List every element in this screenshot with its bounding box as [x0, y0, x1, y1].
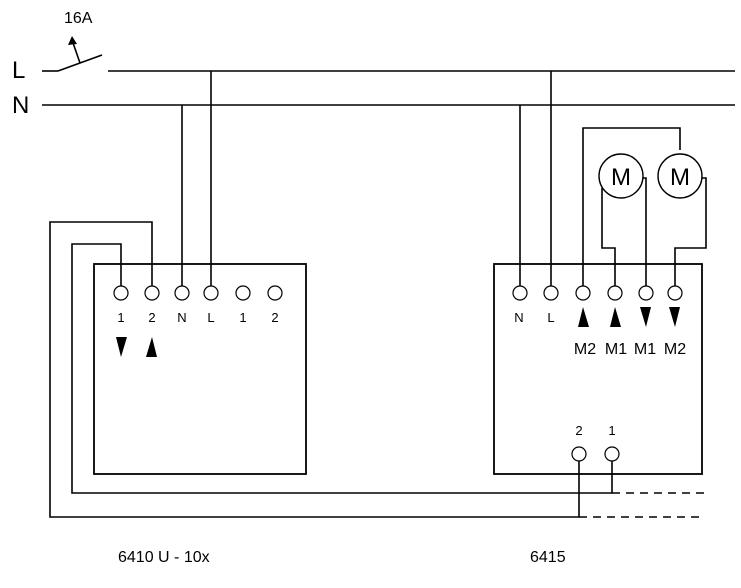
- terminal-L: [543, 285, 559, 301]
- device-6410: 1 2 N L 1 2 6410 U - 10x: [93, 263, 307, 566]
- wire-motor-common: [582, 127, 681, 286]
- wire-motor1-M1b: [640, 177, 647, 286]
- terminal-N: [174, 285, 190, 301]
- terminal-1b: [235, 285, 251, 301]
- arrow-up-icon: [610, 307, 621, 327]
- arrow-down-icon: [116, 337, 127, 357]
- motors: M M: [598, 153, 703, 199]
- motor-icon: [598, 153, 644, 199]
- arrow-down-icon: [640, 307, 651, 327]
- terminal-M1a: [607, 285, 623, 301]
- terminal-M2b: [667, 285, 683, 301]
- terminal-label: L: [547, 310, 554, 325]
- terminal-label: 2: [271, 310, 278, 325]
- device-6410-wiring: [49, 71, 613, 518]
- terminal-label: 1: [117, 310, 124, 325]
- terminal-1: [113, 285, 129, 301]
- terminal-M2a: [575, 285, 591, 301]
- motor-label: M: [611, 164, 631, 191]
- motor-label: M: [670, 164, 690, 191]
- device-6410-box: [93, 263, 307, 475]
- fuse-label: 16A: [64, 10, 93, 27]
- input-label: 2: [575, 423, 582, 438]
- motor-output-label: M1: [605, 341, 627, 358]
- terminal-label: N: [514, 310, 523, 325]
- line-L-label: L: [12, 57, 25, 84]
- arrow-up-icon: [146, 337, 157, 357]
- line-N-label: N: [12, 92, 29, 119]
- input-label: 1: [608, 423, 615, 438]
- input-terminal-1: [604, 446, 620, 462]
- terminal-N: [512, 285, 528, 301]
- device-6415: N L M2 M1 M1 M2 2 1 6415: [493, 263, 703, 566]
- input-terminal-2: [571, 446, 587, 462]
- motor-output-label: M1: [634, 341, 656, 358]
- device-6415-name: 6415: [530, 549, 566, 566]
- terminal-label: N: [177, 310, 186, 325]
- motor-icon: [657, 153, 703, 199]
- device-6415-wiring: [519, 71, 707, 518]
- terminal-2: [144, 285, 160, 301]
- supply-lines: L N 16A: [12, 10, 735, 119]
- terminal-label: 2: [148, 310, 155, 325]
- terminal-M1b: [638, 285, 654, 301]
- arrow-down-icon: [669, 307, 680, 327]
- device-6410-name: 6410 U - 10x: [118, 549, 210, 566]
- terminal-L: [203, 285, 219, 301]
- wire-motor2-M2b: [674, 177, 707, 286]
- motor-output-label: M2: [574, 341, 596, 358]
- terminal-2b: [267, 285, 283, 301]
- terminal-label: 1: [239, 310, 246, 325]
- wire-term1: [71, 243, 613, 494]
- terminal-label: L: [207, 310, 214, 325]
- device-6415-box: [493, 263, 703, 475]
- wire-term2: [49, 221, 580, 518]
- switch-arrow-head: [68, 36, 77, 45]
- wire-motor1-M1a: [601, 188, 616, 286]
- arrow-up-icon: [578, 307, 589, 327]
- motor-output-label: M2: [664, 341, 686, 358]
